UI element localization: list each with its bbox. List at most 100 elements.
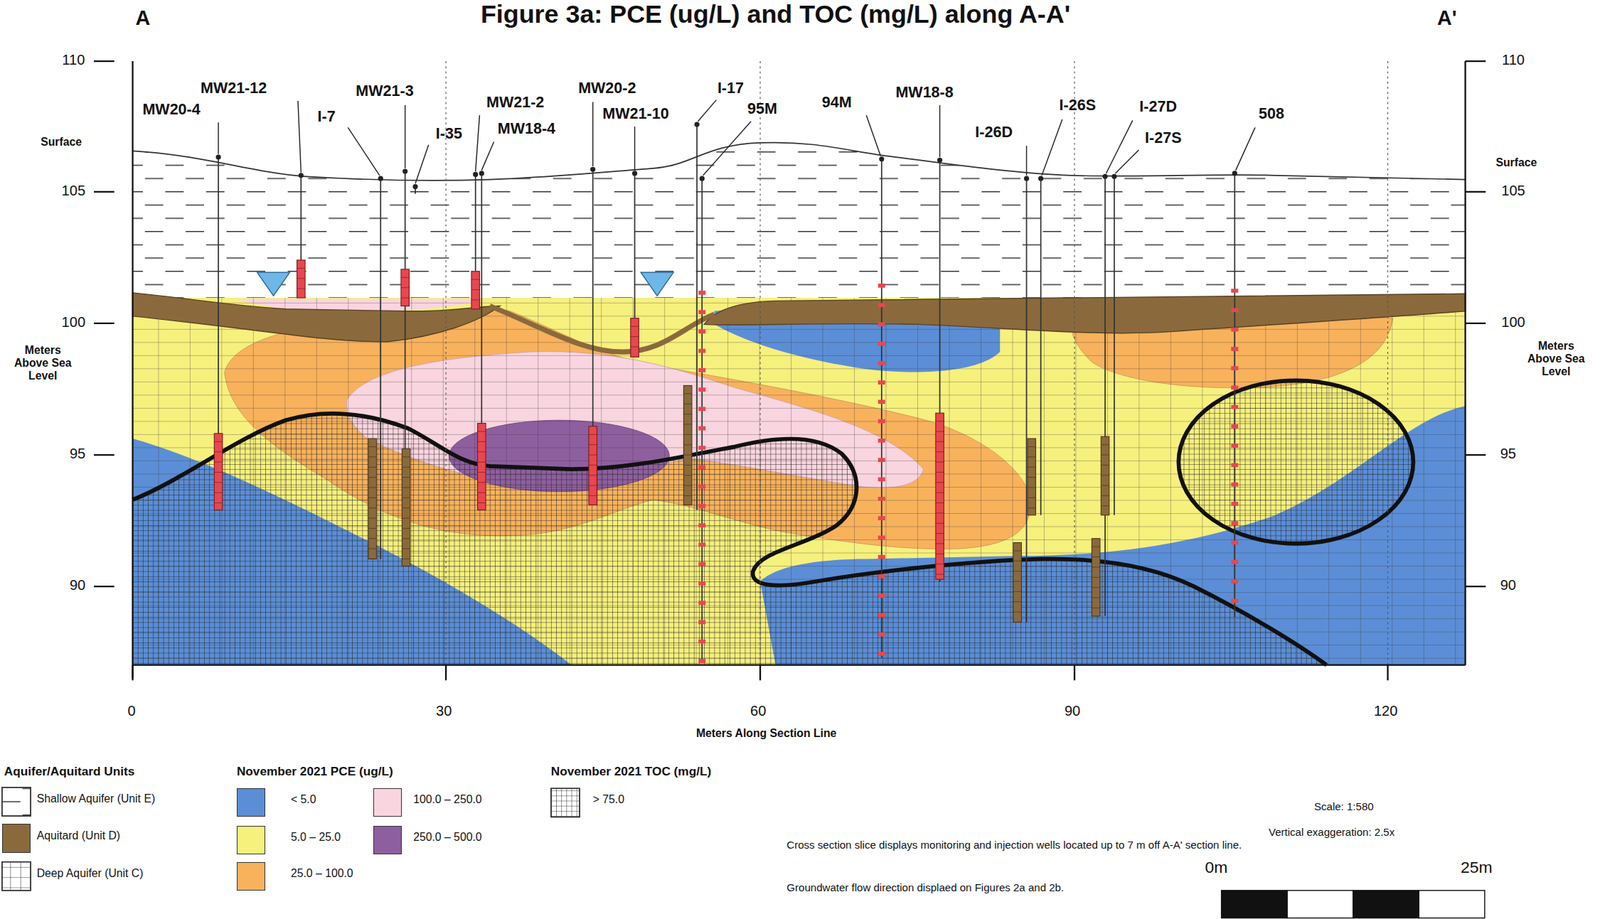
screen-slot (477, 492, 486, 494)
screen-slot (935, 502, 944, 504)
screen-slot (630, 336, 639, 338)
screen-slot (588, 434, 597, 436)
screen-slot (1091, 577, 1100, 579)
well-label: I-26D (974, 123, 1013, 142)
legend-swatch (373, 788, 402, 818)
axis-number: 95 (69, 445, 86, 463)
axis-title: Meters Above Sea Level (1523, 339, 1589, 379)
scale-bar (1221, 891, 1485, 919)
monitoring-screen (630, 318, 639, 358)
well-label: 94M (822, 93, 852, 112)
multilevel-port (878, 283, 886, 659)
screen-slot (368, 497, 377, 499)
section-end: A (135, 6, 151, 30)
screen-slot (1100, 475, 1109, 476)
screen-slot (1027, 446, 1036, 448)
well-head (215, 154, 221, 160)
screen-slot (1100, 444, 1109, 446)
well-casing (1233, 173, 1236, 618)
axis-title: Meters Along Section Line (696, 727, 837, 741)
well-label: MW21-10 (602, 105, 669, 124)
leader-line (481, 141, 494, 170)
screen-slot (683, 485, 692, 487)
screen-slot (683, 434, 692, 436)
screen-slot (297, 278, 306, 279)
legend-text: 100.0 – 250.0 (413, 793, 482, 807)
well-casing (701, 178, 703, 664)
screen-slot (1027, 456, 1036, 458)
screen-slot (1100, 505, 1109, 507)
axis-number: 90 (1500, 577, 1517, 594)
screen-slot (1027, 467, 1036, 468)
leader-line (475, 115, 480, 172)
leader-line (347, 127, 380, 175)
well-head (1102, 174, 1108, 180)
scale-note: Vertical exaggeration: 2.5x (1268, 826, 1395, 839)
screen-slot (683, 393, 692, 394)
screen-slot (1091, 608, 1100, 609)
screen-slot (1027, 497, 1036, 499)
well-head (479, 170, 485, 176)
screen-slot (1091, 597, 1100, 599)
axis-number: 105 (61, 182, 87, 200)
well-casing (379, 178, 382, 559)
screen-slot (588, 475, 597, 476)
screen-slot (401, 497, 410, 499)
leader-line (698, 100, 717, 122)
screen-slot (630, 326, 639, 328)
plot-ground (132, 61, 1466, 666)
screen-slot (368, 548, 377, 550)
screen-slot (1013, 561, 1022, 562)
leader-line (415, 145, 429, 185)
screen-slot (401, 477, 410, 478)
screen-slot (368, 518, 377, 520)
well-casing (1104, 176, 1106, 617)
ground-surface (132, 142, 1466, 181)
figure-title: Figure 3a: PCE (ug/L) and TOC (mg/L) alo… (480, 0, 1071, 30)
screen-slot (683, 403, 692, 405)
screen-slot (214, 502, 222, 504)
legend-swatch (2, 862, 31, 892)
screen-slot (935, 512, 944, 514)
screen-slot (368, 507, 377, 509)
legend-swatch (373, 826, 402, 855)
axis-number: 120 (1373, 703, 1399, 720)
screen-slot (1013, 612, 1022, 613)
legend-heading: Aquifer/Aquitard Units (4, 765, 136, 780)
well-label: I-17 (717, 79, 744, 98)
screen-slot (297, 288, 306, 290)
axis-number: 105 (1501, 182, 1526, 200)
monitoring-screen (935, 413, 944, 580)
well-casing (1026, 178, 1028, 623)
screen-slot (214, 492, 222, 494)
well-casing (696, 124, 698, 510)
screen-slot (1027, 477, 1036, 478)
screen-slot (401, 538, 410, 540)
well-head (1024, 176, 1029, 182)
screen-slot (935, 573, 944, 575)
well-label: MW18-4 (497, 120, 556, 138)
screen-slot (630, 346, 639, 348)
wells (214, 121, 1238, 663)
injection-screen (1027, 438, 1036, 516)
screen-slot (935, 420, 944, 422)
well-head (1232, 170, 1238, 176)
monitoring-screen (477, 423, 486, 511)
axis-number: 0 (128, 703, 136, 720)
well-label: MW20-4 (142, 100, 200, 119)
leader-line (1105, 120, 1133, 174)
legend-text: 250.0 – 500.0 (413, 831, 482, 845)
screen-slot (401, 287, 409, 288)
well-head (632, 170, 638, 176)
injection-screen (683, 385, 692, 505)
well-head (937, 157, 943, 163)
well-head (402, 169, 408, 175)
surface-label: Surface (1495, 156, 1537, 170)
screen-slot (368, 538, 377, 540)
screen-slot (1100, 455, 1109, 456)
leader-line (1041, 119, 1063, 176)
screen-slot (935, 523, 944, 525)
screen-slot (477, 431, 486, 433)
note: Groundwater flow direction displaed on F… (786, 881, 1064, 894)
